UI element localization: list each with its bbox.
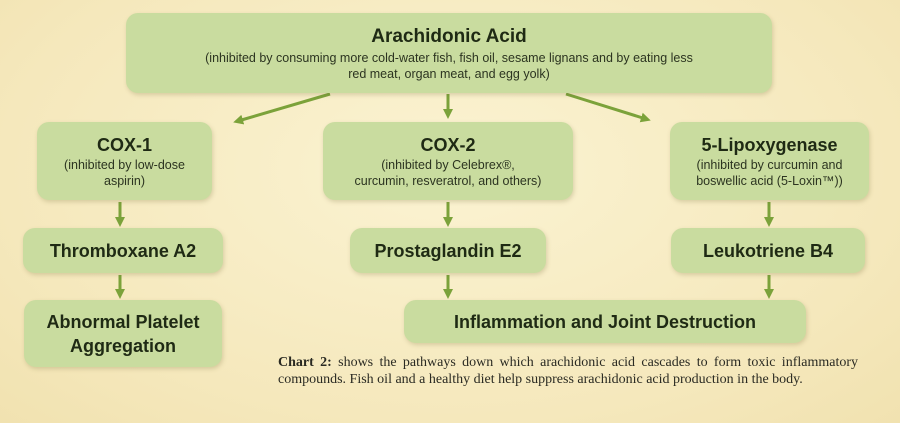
node-title: COX-2 [420,135,476,155]
node-label: Prostaglandin E2 [374,240,522,261]
node-label: Leukotriene B4 [702,240,834,261]
node-label: Inflammation and Joint Destruction [453,311,757,332]
node-cox2: COX-2 (inhibited by Celebrex®, curcumin,… [323,122,573,200]
arrow-top-to-cox1 [233,92,331,125]
arrow-top-to-lox5 [565,92,651,123]
node-title: Arachidonic Acid [371,26,527,47]
node-5-lipoxygenase: 5-Lipoxygenase (inhibited by curcumin an… [670,122,869,200]
node-label-line2: Aggregation [70,335,176,356]
node-label: Thromboxane A2 [49,240,197,261]
node-arachidonic-acid: Arachidonic Acid (inhibited by consuming… [126,13,772,93]
node-inflammation-joint-destruction: Inflammation and Joint Destruction [404,300,806,343]
node-note-line1: (inhibited by consuming more cold-water … [205,51,693,65]
node-note-line1: (inhibited by Celebrex®, [381,158,515,172]
node-title: COX-1 [96,135,152,155]
node-prostaglandin-e2: Prostaglandin E2 [350,228,546,273]
caption-label: Chart 2: [278,355,332,370]
caption-text: shows the pathways down which arachidoni… [278,355,859,387]
node-thromboxane-a2: Thromboxane A2 [23,228,223,273]
node-note-line2: boswellic acid (5-Loxin™)) [696,174,843,188]
node-note-line2: red meat, organ meat, and egg yolk) [348,67,550,81]
node-note-line1: (inhibited by curcumin and [696,158,843,172]
node-abnormal-platelet-aggregation: Abnormal Platelet Aggregation [24,300,222,367]
node-cox1: COX-1 (inhibited by low-dose aspirin) [37,122,212,200]
node-leukotriene-b4: Leukotriene B4 [671,228,865,273]
node-note-line2: aspirin) [104,174,145,188]
node-title: 5-Lipoxygenase [701,135,838,155]
chart-caption: Chart 2: shows the pathways down which a… [278,355,858,388]
node-note-line1: (inhibited by low-dose [64,158,185,172]
node-note-line2: curcumin, resveratrol, and others) [354,174,542,188]
node-label-line1: Abnormal Platelet [46,311,200,332]
